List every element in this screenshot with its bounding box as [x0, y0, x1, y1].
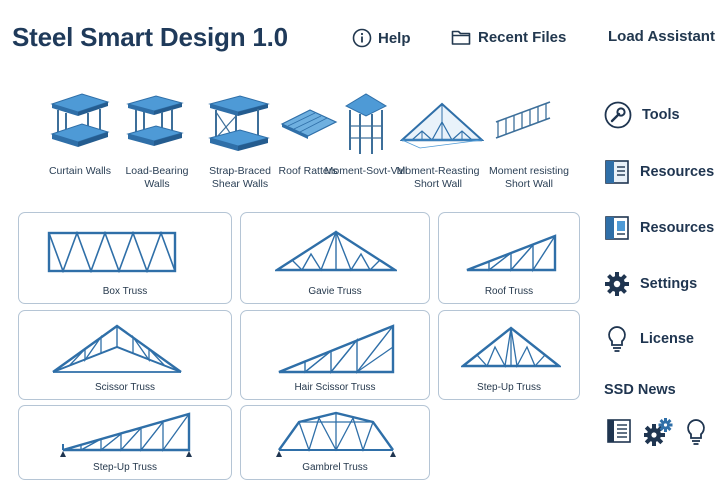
sidebar-item-resources-1[interactable]: Resources [604, 159, 714, 185]
gear-icon [605, 272, 629, 296]
curtain-wall-icon[interactable] [48, 92, 112, 154]
sidebar-item-license[interactable]: License [604, 325, 694, 353]
newspaper-icon[interactable] [606, 418, 634, 444]
truss-card-step-up-2[interactable]: Step-Up Truss [18, 405, 232, 480]
component-label-strap-braced: Strap-Braced Shear Walls [209, 165, 271, 190]
info-icon [352, 28, 372, 48]
lightbulb-icon[interactable] [684, 418, 708, 446]
gambrel-truss-icon [276, 411, 396, 457]
sidebar-item-tools[interactable]: Tools [604, 101, 680, 129]
book-icon [605, 160, 629, 184]
load-bearing-wall-icon[interactable] [124, 94, 186, 154]
load-assistant-label: Load Assistant [608, 28, 715, 45]
truss-label-roof: Roof Truss [484, 286, 534, 297]
sidebar-label-resources-2: Resources [640, 220, 715, 236]
folder-icon [451, 30, 471, 45]
roof-rafters-icon[interactable] [280, 104, 338, 140]
truss-card-hair-scissor[interactable]: Hair Scissor Truss [240, 310, 430, 400]
sidebar-label-license: License [640, 331, 694, 347]
box-truss-icon [47, 231, 177, 273]
truss-label-step-up-2: Step-Up Truss [93, 462, 157, 473]
truss-card-scissor[interactable]: Scissor Truss [18, 310, 232, 400]
truss-label-gavie: Gavie Truss [308, 286, 362, 297]
component-label-moment-reasting: Moment-Reasting Short Wall [396, 165, 480, 190]
load-assistant-button[interactable]: Load Assistant [608, 28, 715, 45]
gears-icon[interactable] [644, 418, 674, 446]
truss-card-roof[interactable]: Roof Truss [438, 212, 580, 304]
sidebar-label-resources-1: Resources [640, 164, 715, 180]
truss-card-gavie[interactable]: Gavie Truss [240, 212, 430, 304]
sidebar-label-tools: Tools [642, 107, 680, 123]
sidebar-item-resources-2[interactable]: Resources [604, 215, 714, 241]
truss-label-step-up-1: Step-Up Truss [477, 382, 541, 393]
lightbulb-icon [608, 326, 626, 352]
component-label-moment-resisting: Moment resisting Short Wall [489, 165, 569, 190]
help-button[interactable]: Help [352, 28, 411, 48]
roof-truss-icon [466, 234, 557, 273]
truss-label-scissor: Scissor Truss [94, 382, 155, 393]
truss-card-step-up-1[interactable]: Step-Up Truss [438, 310, 580, 400]
gable-truss-icon [275, 230, 397, 272]
component-label-moment-sovt-vail: Moment-Sovt-Vail [324, 165, 408, 177]
half-scissor-truss-icon [278, 324, 395, 375]
help-label: Help [378, 29, 411, 47]
step-up-truss-icon [461, 326, 561, 369]
component-label-load-bearing-walls: Load-Bearing Walls [125, 165, 189, 190]
component-label-curtain-walls: Curtain Walls [48, 165, 112, 177]
document-icon [605, 216, 629, 240]
moment-wall-icon[interactable] [342, 92, 390, 158]
truss-card-gambrel[interactable]: Gambrel Truss [240, 405, 430, 480]
component-label-roof-ratters: Roof Ratters [278, 165, 338, 177]
moment-resisting-wall-icon[interactable] [492, 98, 554, 142]
moment-short-wall-icon[interactable] [400, 100, 484, 150]
truss-label-hair-scissor: Hair Scissor Truss [294, 382, 376, 393]
truss-label-box: Box Truss [102, 286, 148, 297]
sidebar-label-settings: Settings [640, 276, 698, 292]
sidebar-item-settings[interactable]: Settings [604, 271, 697, 297]
truss-label-gambrel: Gambrel Truss [302, 462, 368, 473]
recent-files-label: Recent Files [478, 28, 567, 46]
strap-braced-wall-icon[interactable] [206, 94, 272, 156]
app-title: Steel Smart Design 1.0 [12, 22, 288, 52]
step-up-truss-icon [60, 412, 192, 457]
wrench-icon [604, 101, 632, 129]
truss-card-box[interactable]: Box Truss [18, 212, 232, 304]
recent-files-button[interactable]: Recent Files [451, 28, 566, 46]
ssd-news-title: SSD News [604, 382, 676, 398]
scissor-truss-icon [52, 324, 182, 373]
